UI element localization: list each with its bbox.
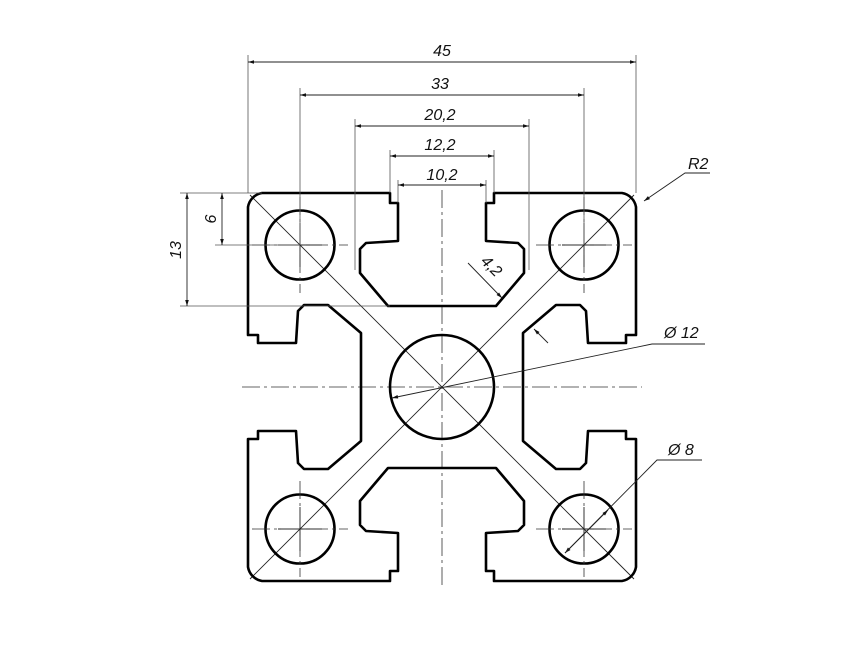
- dimension-lines: [185, 60, 710, 554]
- dim-height-13: 13: [168, 241, 185, 259]
- extension-lines: [180, 55, 637, 307]
- dim-height-6: 6: [203, 214, 220, 223]
- dim-overall-width: 45: [433, 43, 451, 60]
- center-lines: [242, 190, 642, 588]
- dim-slot-inner-width: 20,2: [423, 107, 455, 124]
- dim-hole-spacing: 33: [431, 76, 449, 93]
- profile-outline: [246, 191, 638, 583]
- dim-corner-hole: Ø 8: [667, 442, 694, 459]
- center-bore: [388, 333, 496, 441]
- dim-slot-outer-width: 12,2: [424, 137, 455, 154]
- dim-slot-opening: 10,2: [426, 167, 457, 184]
- dim-center-bore: Ø 12: [663, 325, 699, 342]
- diagonal-line-2: [249, 194, 635, 580]
- dim-corner-radius: R2: [688, 156, 709, 173]
